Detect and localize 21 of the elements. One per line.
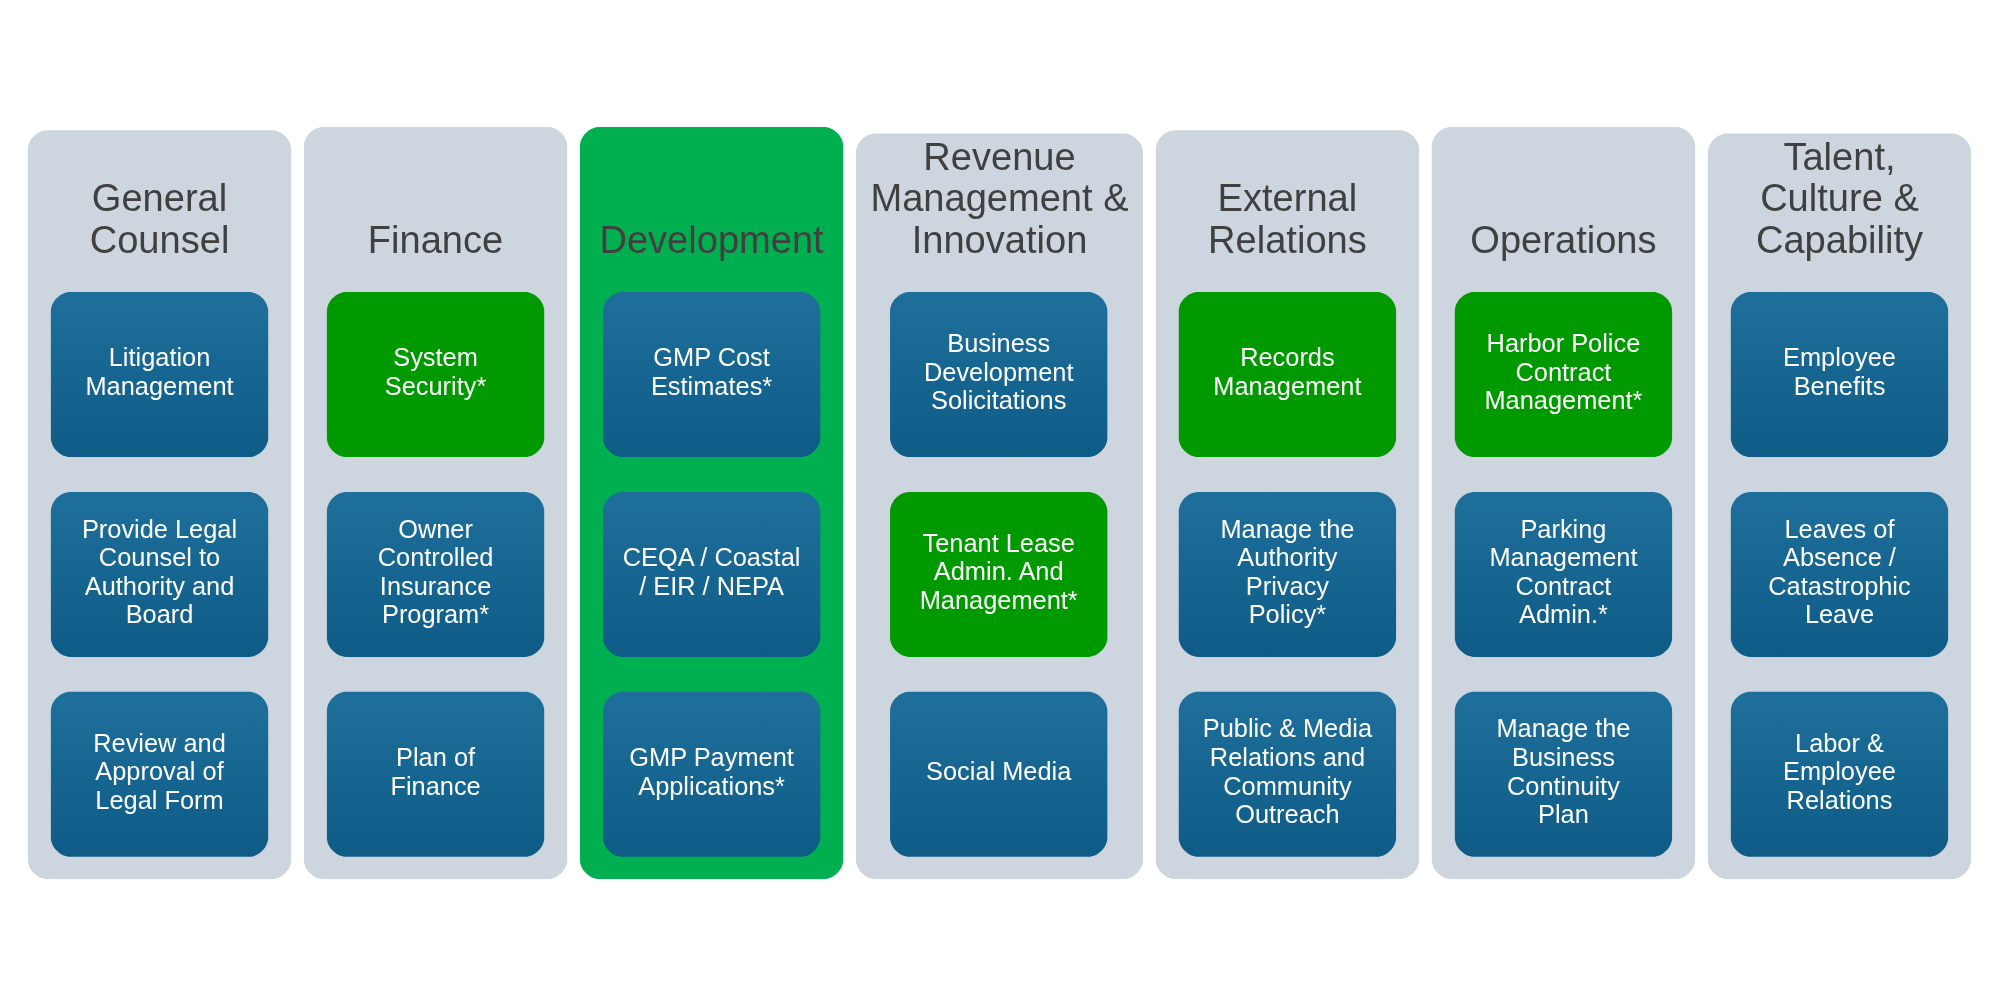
node-box: Review and Approval of Legal Form <box>50 691 269 857</box>
node-box: Manage the Authority Privacy Policy* <box>1178 491 1397 657</box>
node-box: CEQA / Coastal / EIR / NEPA <box>602 491 821 657</box>
node-box: GMP Cost Estimates* <box>602 291 821 457</box>
node-box: Plan of Finance <box>326 691 545 857</box>
node-box: Harbor Police Contract Management* <box>1454 291 1673 457</box>
node-box: System Security* <box>326 291 545 457</box>
node-box: Provide Legal Counsel to Authority and Board <box>50 491 269 657</box>
node-box: Tenant Lease Admin. And Management* <box>890 491 1108 657</box>
node-box: Litigation Management <box>50 291 269 457</box>
node-box: GMP Payment Applications* <box>602 691 821 857</box>
node-box: Social Media <box>890 691 1108 857</box>
node-box: Records Management <box>1178 291 1397 457</box>
node-box: Employee Benefits <box>1730 291 1949 457</box>
node-box: Owner Controlled Insurance Program* <box>326 491 545 657</box>
node-box: Labor & Employee Relations <box>1730 691 1949 857</box>
node-box: Business Development Solicitations <box>890 291 1108 457</box>
node-box: Parking Management Contract Admin.* <box>1454 491 1673 657</box>
node-box: Leaves of Absence / Catastrophic Leave <box>1730 491 1949 657</box>
node-box: Public & Media Relations and Community Outreach <box>1178 691 1397 857</box>
node-box: Manage the Business Continuity Plan <box>1454 691 1673 857</box>
